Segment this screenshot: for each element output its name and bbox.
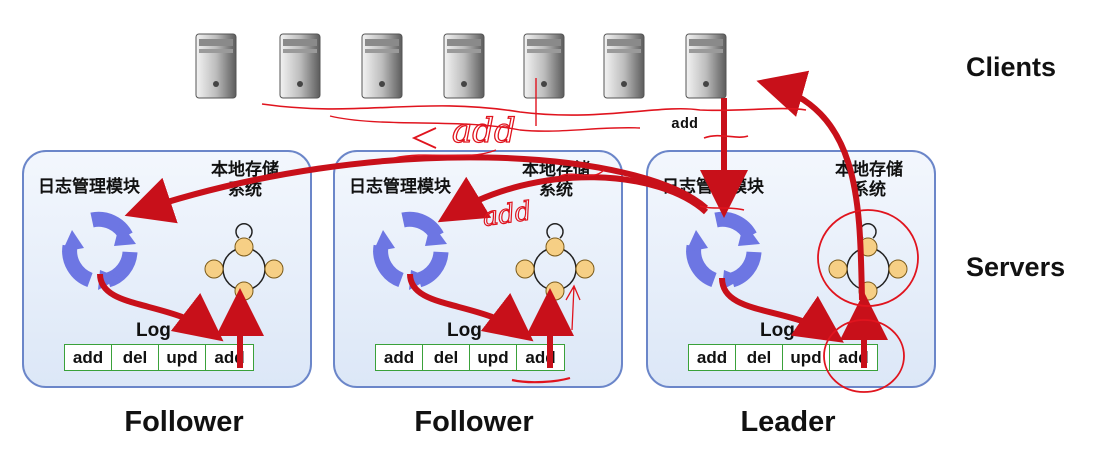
log-cycle-icon [373, 211, 449, 290]
log-module-label: 日志管理模块 [38, 177, 140, 197]
log-label: Log [760, 320, 795, 341]
log-entry: add [525, 348, 556, 367]
log-entry: add [214, 348, 245, 367]
log-entries: add del upd add [688, 344, 878, 371]
log-entry: add [689, 345, 736, 370]
role-label-follower-2: Follower [414, 406, 534, 438]
server-follower-1: 日志管理模块 本地存储系统 Log add [22, 150, 312, 388]
log-cycle-icon [686, 211, 762, 290]
server-follower-2: 日志管理模块 本地存储系统 Log add [333, 150, 623, 388]
log-entry: add [65, 345, 112, 370]
log-entry: del [423, 345, 470, 370]
state-machine-icon [828, 223, 908, 301]
client-computer-icon [279, 33, 321, 99]
log-entry: upd [159, 345, 206, 370]
log-entry: add [376, 345, 423, 370]
log-entries: add del upd add [375, 344, 565, 371]
log-entries: add del upd add [64, 344, 254, 371]
client-computer-icon [195, 33, 237, 99]
client-computer-icon [523, 33, 565, 99]
log-entry: upd [470, 345, 517, 370]
log-entry: upd [783, 345, 830, 370]
log-entry: add [838, 348, 869, 367]
client-computer-icon [443, 33, 485, 99]
log-entry: del [112, 345, 159, 370]
clients-label: Clients [966, 52, 1057, 82]
log-entry: del [736, 345, 783, 370]
role-label-leader: Leader [740, 406, 836, 438]
log-label: Log [136, 320, 171, 341]
client-computer-icon [603, 33, 645, 99]
client-computer-icon [361, 33, 403, 99]
server-leader: 日志管理模块 本地存储系统 Log add [646, 150, 936, 388]
client-computer-icon [685, 33, 727, 99]
servers-label: Servers [966, 252, 1066, 282]
request-tag: add [668, 116, 702, 133]
log-label: Log [447, 320, 482, 341]
state-machine-icon [515, 223, 595, 301]
log-cycle-icon [62, 211, 138, 290]
role-label-follower-1: Follower [124, 406, 244, 438]
state-machine-icon [204, 223, 284, 301]
